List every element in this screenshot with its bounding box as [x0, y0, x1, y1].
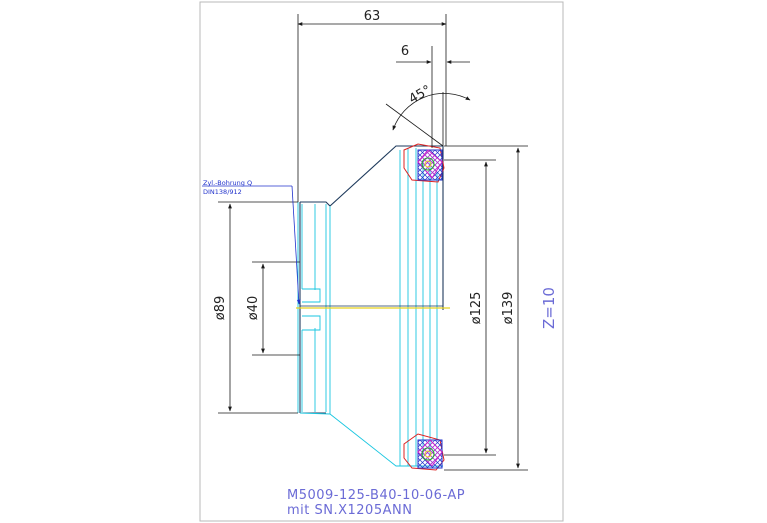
bore-note-line2: DIN138/912	[203, 188, 242, 196]
dimension-6-label: 6	[401, 44, 409, 59]
teeth-count-label: Z=10	[540, 287, 558, 329]
dimension-dia125-label: ø125	[469, 292, 484, 325]
dimension-dia139	[444, 145, 528, 471]
dimension-dia89	[218, 201, 298, 414]
bore-note-leader	[202, 185, 301, 305]
dimension-45-angle	[385, 92, 471, 147]
dimension-dia40	[252, 261, 300, 356]
body-outline	[299, 145, 444, 414]
dimension-45-label: 45°	[407, 83, 434, 108]
bore-note-line1: Zyl.-Bohrung Q	[203, 179, 252, 187]
dimension-dia40-label: ø40	[246, 296, 261, 321]
dimension-63-label: 63	[364, 9, 381, 24]
upper-roller-section	[403, 143, 445, 183]
bearing-designation: mit SN.X1205ANN	[287, 503, 412, 518]
drawing-frame	[199, 1, 564, 522]
lower-roller-section	[403, 433, 445, 471]
dimension-dia139-label: ø139	[501, 292, 516, 325]
dimension-dia125	[444, 159, 496, 456]
dimension-dia89-label: ø89	[213, 296, 228, 321]
hub-construction-lines	[297, 148, 443, 467]
part-number: M5009-125-B40-10-06-AP	[287, 488, 465, 503]
